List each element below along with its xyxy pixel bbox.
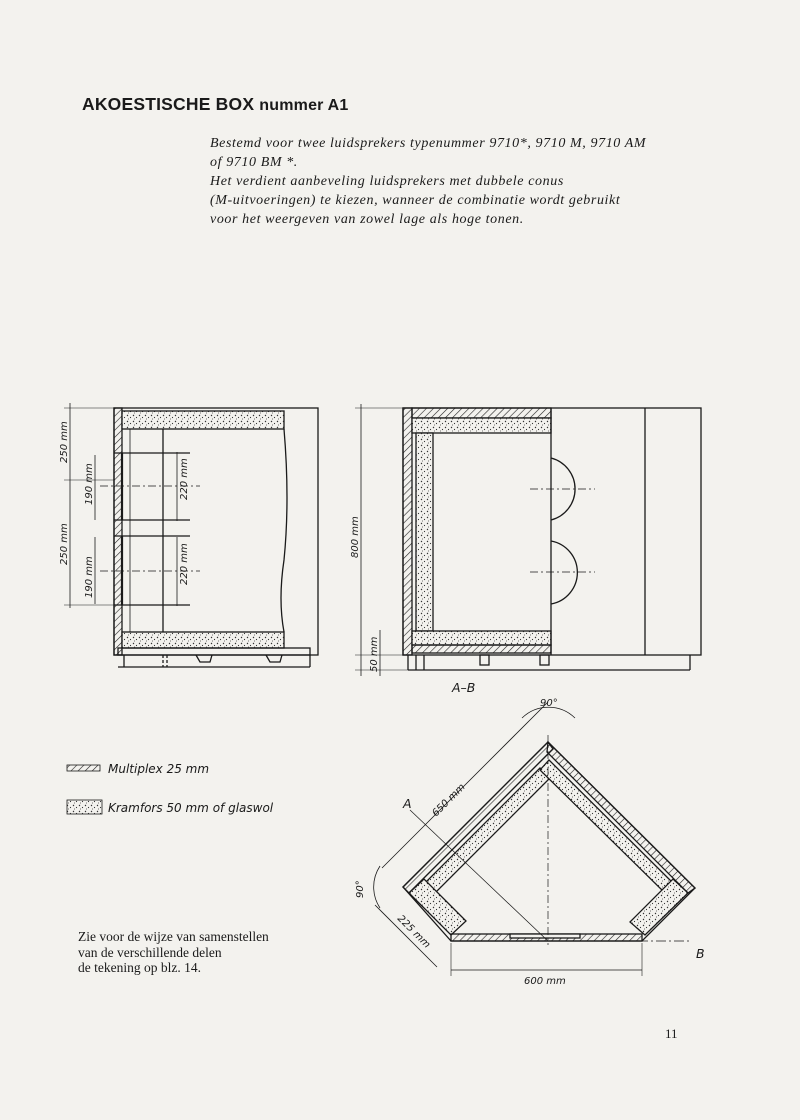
dim-top-label: 250 mm — [59, 421, 70, 463]
legend-multiplex: Multiplex 25 mm — [108, 762, 209, 776]
spacing-2-label: 220 mm — [179, 543, 190, 585]
section-top-panel — [411, 407, 552, 419]
intro-line: Bestemd voor twee luidsprekers typenumme… — [210, 136, 647, 151]
dim-width-label: 600 mm — [524, 976, 566, 987]
intro-line: (M-uitvoeringen) te kiezen, wanneer de c… — [210, 193, 621, 208]
page-title: AKOESTISCHE BOX nummer A1 — [82, 94, 349, 115]
section-caption: A–B — [451, 680, 475, 695]
dim-base-label: 50 mm — [369, 636, 380, 672]
angle-left-label: 90° — [355, 880, 366, 898]
legend-kramfors: Kramfors 50 mm of glaswol — [108, 801, 274, 815]
title-main: AKOESTISCHE BOX — [82, 94, 255, 114]
note-line: de tekening op blz. 14. — [78, 960, 201, 975]
dim-side-label: 650 mm — [430, 782, 467, 819]
note-line: Zie voor de wijze van samenstellen — [78, 929, 269, 944]
multiplex-swatch — [66, 764, 101, 772]
angle-top-label: 90° — [540, 698, 558, 709]
dim-height-label: 800 mm — [350, 516, 361, 558]
note-line: van de verschillende delen — [78, 944, 222, 960]
section-view — [355, 404, 702, 676]
section-top-insulation — [411, 417, 552, 434]
angle-arc-left — [373, 865, 381, 909]
speaker-2-profile — [550, 540, 578, 605]
front-view-labels: 250 mm 250 mm 190 mm 190 mm 220 mm 220 m… — [59, 421, 190, 598]
assembly-note: Zie voor de wijze van samenstellen van d… — [78, 929, 269, 976]
section-view-labels: 800 mm 50 mm A–B — [350, 516, 475, 695]
front-top-insulation — [121, 410, 285, 430]
dia-1-label: 190 mm — [84, 463, 95, 505]
page-number: 11 — [665, 1026, 678, 1041]
title-suffix: nummer A1 — [259, 97, 349, 114]
intro-paragraph: Bestemd voor twee luidsprekers typenumme… — [210, 134, 710, 229]
front-view-outline — [113, 407, 319, 656]
speaker-1-profile — [550, 457, 576, 521]
angle-arc-top — [521, 706, 576, 719]
front-bottom-insulation — [121, 631, 285, 649]
dim-mid-label: 250 mm — [59, 523, 70, 565]
section-bottom-panel — [411, 644, 552, 654]
intro-line: Het verdient aanbeveling luidsprekers me… — [210, 174, 564, 189]
top-view — [373, 701, 697, 976]
legend: Multiplex 25 mm Kramfors 50 mm of glaswo… — [66, 762, 274, 815]
section-marker-b: B — [696, 946, 705, 961]
spacing-1-label: 220 mm — [179, 458, 190, 500]
intro-line: voor het weergeven van zowel lage als ho… — [210, 212, 524, 227]
dia-2-label: 190 mm — [84, 556, 95, 598]
dim-short-label: 225 mm — [395, 913, 432, 950]
section-left-insulation — [415, 432, 434, 632]
section-left-panel — [402, 407, 413, 656]
front-view — [64, 403, 319, 668]
section-view-outline — [402, 407, 702, 656]
intro-line: of 9710 BM *. — [210, 155, 298, 170]
section-bottom-insulation — [411, 630, 552, 646]
kramfors-swatch — [66, 799, 103, 815]
top-right-insulation — [539, 759, 676, 895]
front-left-panel — [113, 407, 123, 656]
section-marker-a: A — [402, 796, 412, 811]
